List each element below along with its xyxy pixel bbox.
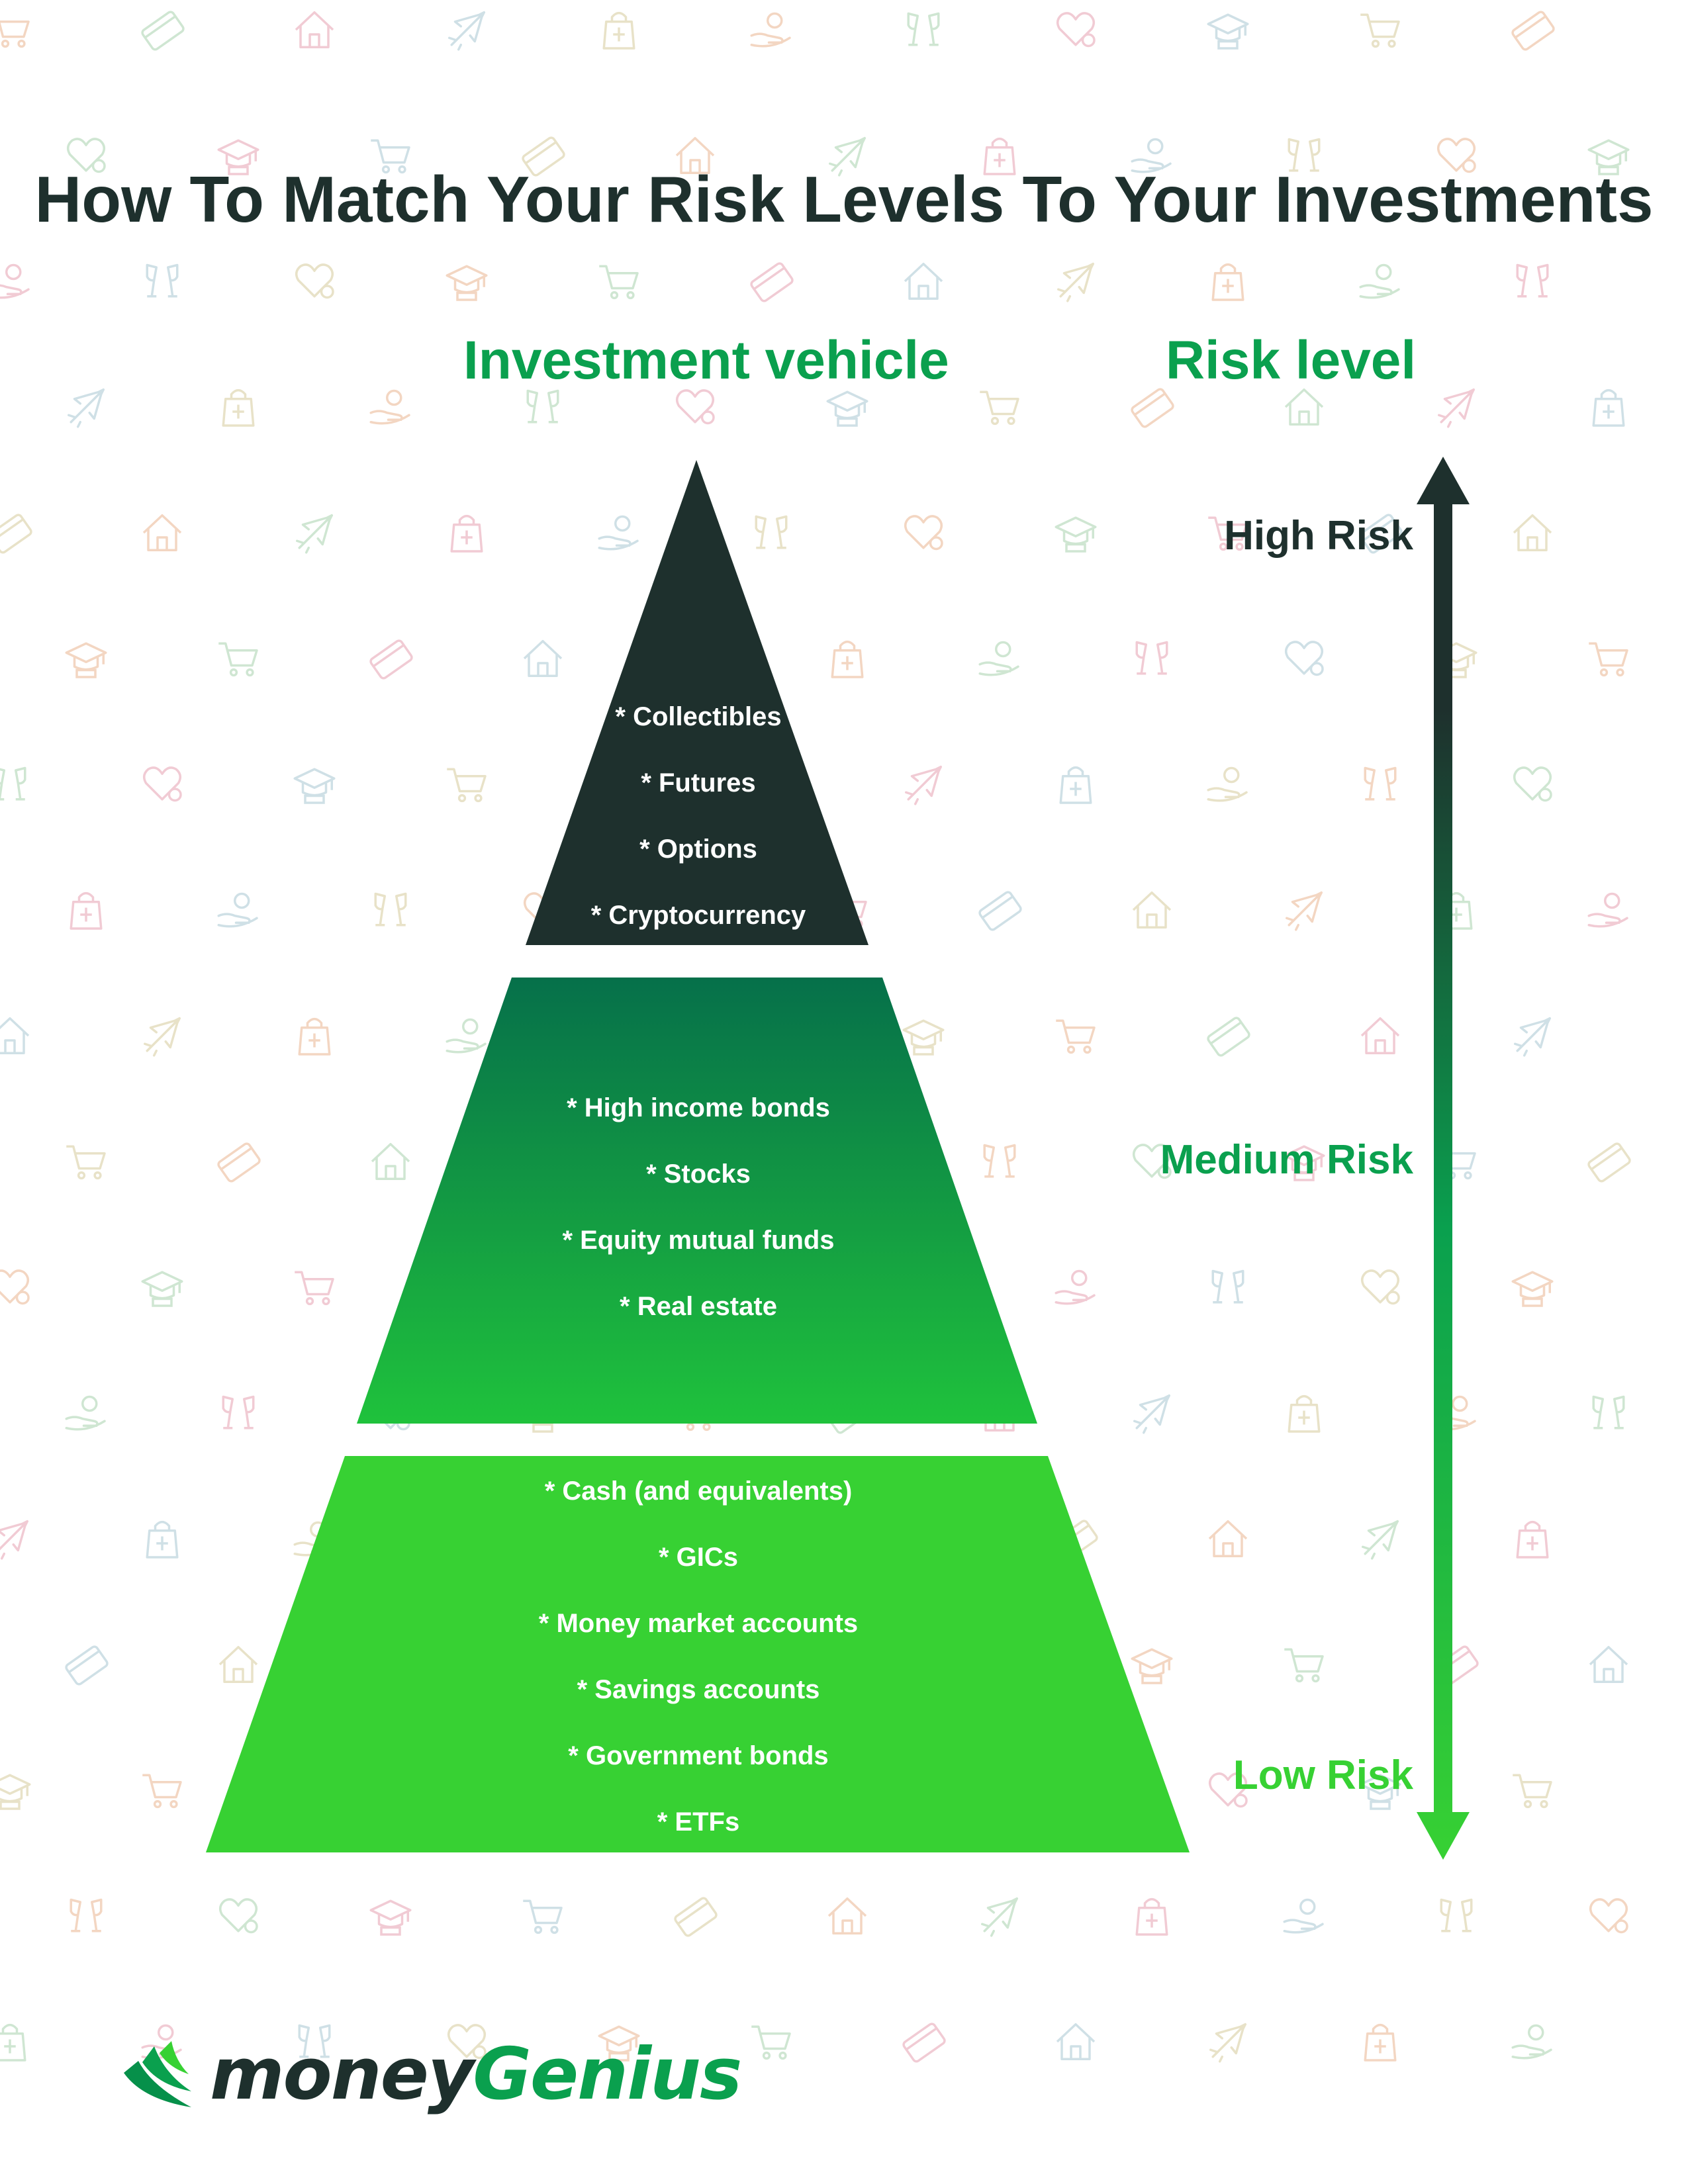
list-item: * Real estate <box>620 1292 777 1321</box>
list-item: * Collectibles <box>615 702 782 731</box>
brand-wordmark: moneyGenius <box>210 2032 742 2118</box>
list-item: * ETFs <box>657 1807 740 1837</box>
list-item: * Money market accounts <box>538 1609 859 1638</box>
risk-label-high: High Risk <box>1224 513 1413 559</box>
list-item: * Cash (and equivalents) <box>544 1477 853 1506</box>
page-title: How To Match Your Risk Levels To Your In… <box>34 163 1654 236</box>
arrow-up-icon <box>1417 457 1470 504</box>
list-item: * GICs <box>658 1543 739 1572</box>
column-header-investment-vehicle: Investment vehicle <box>463 330 949 390</box>
arrow-down-icon <box>1417 1812 1470 1860</box>
tier-medium-items: * High income bonds * Stocks * Equity mu… <box>367 1075 1029 1340</box>
pyramid-tier-low <box>206 1456 1190 1852</box>
column-header-risk-level: Risk level <box>1165 330 1417 390</box>
tier-low-items: * Cash (and equivalents) * GICs * Money … <box>367 1458 1029 1855</box>
list-item: * Futures <box>641 768 756 797</box>
list-item: * High income bonds <box>567 1093 830 1122</box>
brand-logo: moneyGenius <box>122 2032 742 2118</box>
tier-high-items: * Collectibles * Futures * Options * Cry… <box>367 684 1029 948</box>
risk-label-medium: Medium Risk <box>1160 1137 1413 1183</box>
list-item: * Equity mutual funds <box>562 1226 835 1255</box>
brand-wordmark-money: money <box>210 2033 474 2116</box>
list-item: * Savings accounts <box>577 1675 820 1704</box>
brand-wordmark-genius: Genius <box>473 2033 742 2116</box>
list-item: * Options <box>639 835 757 864</box>
risk-scale-arrow <box>1417 457 1470 1860</box>
brand-mark-icon <box>124 2041 191 2107</box>
risk-label-low: Low Risk <box>1233 1752 1413 1798</box>
list-item: * Government bonds <box>568 1741 829 1770</box>
list-item: * Cryptocurrency <box>590 901 806 930</box>
list-item: * Stocks <box>646 1160 751 1189</box>
arrow-shaft <box>1434 500 1452 1816</box>
pyramid-tier-high <box>526 460 868 945</box>
pyramid-tier-medium <box>357 978 1037 1424</box>
